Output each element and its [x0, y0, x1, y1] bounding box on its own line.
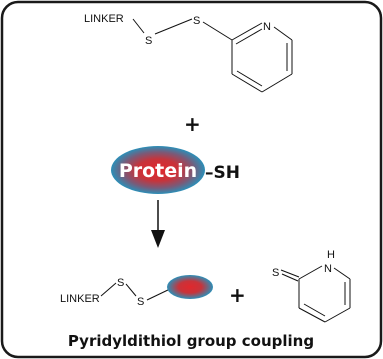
product-structure: LINKER S S	[60, 275, 213, 308]
product-sulfur-1: S	[117, 277, 124, 289]
bond-s2-ring	[202, 21, 233, 41]
bond-product-s1-s2	[125, 283, 137, 297]
byproduct-sulfur: S	[272, 267, 279, 279]
protein-thiol-label: –SH	[205, 163, 240, 183]
bond-linker-s1	[132, 18, 145, 34]
reaction-arrow	[151, 200, 165, 248]
reagent-sulfur-2: S	[193, 15, 200, 27]
bond-product-linker-s1	[100, 282, 117, 297]
thione-ring	[298, 265, 351, 323]
product-protein-blob	[167, 275, 213, 299]
reagent-linker-label: LINKER	[84, 13, 124, 25]
product-sulfur-2: S	[137, 296, 144, 308]
protein-label: Protein	[119, 160, 197, 182]
plus-sign-1: +	[184, 112, 201, 136]
protein-thiol: Protein –SH	[111, 146, 240, 194]
plus-sign-2: +	[229, 283, 246, 307]
bond-s1-s2	[154, 18, 193, 35]
byproduct-hydrogen: H	[327, 249, 335, 261]
bond-product-s2-protein	[146, 288, 171, 301]
reagent-structure: LINKER S S N	[84, 13, 293, 93]
byproduct-nitrogen: N	[324, 263, 332, 275]
reagent-nitrogen: N	[263, 21, 271, 33]
bond-thione-1	[281, 273, 299, 282]
diagram-caption: Pyridyldithiol group coupling	[68, 332, 314, 350]
pyridine-ring	[231, 22, 293, 93]
byproduct-structure: S H N	[272, 249, 351, 323]
protein-blob	[111, 146, 205, 194]
reagent-sulfur-1: S	[145, 35, 152, 47]
bond-thione-2	[280, 269, 300, 278]
product-linker-label: LINKER	[60, 293, 100, 305]
